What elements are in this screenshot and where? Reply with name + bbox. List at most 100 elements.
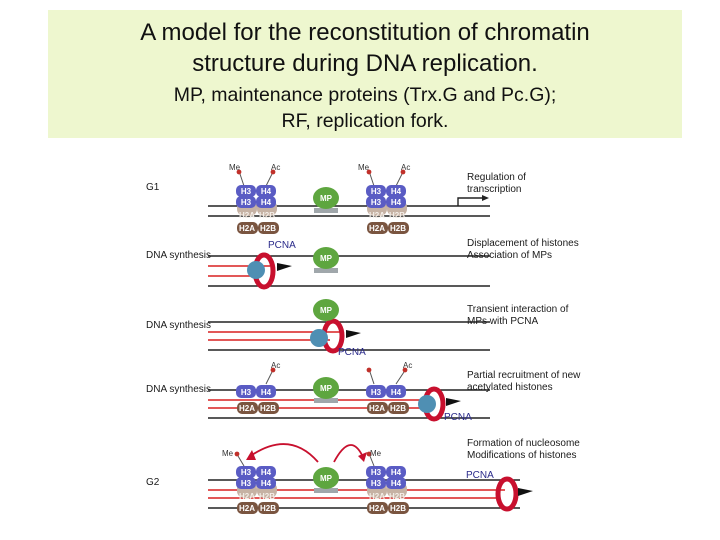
maintenance-protein (313, 187, 339, 209)
methyl-label: Me (370, 449, 382, 458)
histone-h2a-faded-label: H2A (369, 492, 385, 501)
stage-description-line: Partial recruitment of new (467, 370, 581, 381)
stage-label: G1 (146, 182, 160, 193)
histone-h2b-faded-label: H2B (389, 211, 405, 220)
promoter-arrowhead-icon (482, 195, 489, 201)
histone-h3-label: H3 (241, 187, 252, 196)
histone-h2a-label: H2A (369, 404, 385, 413)
histone-h4-label: H4 (261, 468, 272, 477)
histone-h4-label: H4 (391, 198, 402, 207)
histone-h4-label: H4 (391, 468, 402, 477)
stage-label: G2 (146, 477, 160, 488)
methyl-label: Me (222, 449, 234, 458)
mp-label: MP (320, 194, 333, 203)
histone-h4-label: H4 (391, 187, 402, 196)
stage-dna-synthesis-2: DNA synthesis MP PCNA Transient interact… (146, 299, 569, 358)
fork-arrow-icon (446, 398, 461, 406)
histone-h2b-label: H2B (260, 224, 276, 233)
stage-g1: G1 Me Ac H2A H2B H2A H2B H3 H4 H3 (146, 163, 526, 234)
stage-description-line: MPs with PCNA (467, 316, 538, 327)
histone-h4-label: H4 (391, 479, 402, 488)
histone-h2a-label: H2A (239, 504, 255, 513)
histone-h2b-faded-label: H2B (259, 492, 275, 501)
histone-h2a-label: H2A (239, 404, 255, 413)
histone-h2b-label: H2B (390, 404, 406, 413)
title-line-2: structure during DNA replication. (192, 50, 538, 77)
pcna-label: PCNA (444, 412, 472, 423)
subtitle-line-1: MP, maintenance proteins (Trx.G and Pc.G… (173, 84, 557, 106)
histone-h2b-faded-label: H2B (259, 211, 275, 220)
nucleosome: Me Ac H2A H2B H2A H2B H3 H4 H3 H4 (358, 163, 410, 234)
pcna-ring (495, 476, 519, 512)
stage-dna-synthesis-3: DNA synthesis Ac H2A H2B H3 H4 MP Ac H2A (146, 361, 581, 423)
stage-description-line: Formation of nucleosome (467, 438, 580, 449)
arrowhead-icon (246, 450, 256, 460)
mp-label: MP (320, 306, 333, 315)
stage-label: DNA synthesis (146, 320, 211, 331)
acetyl-label: Ac (403, 361, 412, 370)
histone-h4-label: H4 (391, 388, 402, 397)
mp-label: MP (320, 384, 333, 393)
methyl-label: Me (229, 163, 241, 172)
acetyl-label: Ac (401, 163, 410, 172)
polymerase (418, 395, 436, 413)
histone-h3-label: H3 (241, 468, 252, 477)
histone-h2a-label: H2A (369, 504, 385, 513)
maintenance-protein (313, 377, 339, 399)
curved-arrow-icon (333, 444, 363, 463)
histone-h3-label: H3 (371, 479, 382, 488)
histone-h3-label: H3 (371, 187, 382, 196)
stage-dna-synthesis-1: DNA synthesis PCNA MP Displacement of hi… (146, 238, 579, 290)
histone-h3-label: H3 (371, 468, 382, 477)
stage-description-line: transcription (467, 184, 521, 195)
histone-h4-label: H4 (261, 187, 272, 196)
maintenance-protein (313, 467, 339, 489)
maintenance-protein (313, 247, 339, 269)
histone-h3-label: H3 (241, 388, 252, 397)
acetyl-label: Ac (271, 361, 280, 370)
stage-description-line: acetylated histones (467, 382, 553, 393)
pcna-label: PCNA (268, 240, 296, 251)
nucleosome: Me H2A H2B H2A H2B H3 H4 H3 H4 (222, 449, 279, 514)
histone-h3-label: H3 (371, 198, 382, 207)
fork-arrow-icon (277, 263, 292, 271)
promoter-arrow-icon (457, 197, 482, 206)
stage-description-line: Association of MPs (467, 250, 552, 261)
histone-h2a-faded-label: H2A (239, 492, 255, 501)
arrowhead-icon (358, 452, 367, 462)
histone-h3-label: H3 (371, 388, 382, 397)
histone-h4-label: H4 (261, 198, 272, 207)
stage-description-line: Transient interaction of (467, 304, 569, 315)
acetyl-label: Ac (271, 163, 280, 172)
nucleosome: Ac H2A H2B H3 H4 (366, 361, 412, 414)
histone-h2a-label: H2A (369, 224, 385, 233)
histone-h4-label: H4 (261, 479, 272, 488)
histone-h2a-label: H2A (239, 224, 255, 233)
pcna-label: PCNA (338, 347, 366, 358)
pcna-label: PCNA (466, 470, 494, 481)
fork-arrow-icon (518, 488, 533, 496)
histone-h2b-faded-label: H2B (389, 492, 405, 501)
stage-description-line: Modifications of histones (467, 450, 577, 461)
histone-h2a-faded-label: H2A (239, 211, 255, 220)
histone-h3-label: H3 (241, 198, 252, 207)
histone-h4-label: H4 (261, 388, 272, 397)
nucleosome: Me H2A H2B H2A H2B H3 H4 H3 H4 (366, 449, 409, 514)
methyl-label: Me (358, 163, 370, 172)
stage-label: DNA synthesis (146, 384, 211, 395)
nucleosome: Me Ac H2A H2B H2A H2B H3 H4 H3 H4 (229, 163, 280, 234)
fork-arrow-icon (346, 330, 361, 338)
mp-label: MP (320, 254, 333, 263)
title-line-1: A model for the reconstitution of chroma… (140, 19, 590, 46)
stage-description-line: Displacement of histones (467, 238, 579, 249)
histone-h2b-label: H2B (390, 504, 406, 513)
subtitle-line-2: RF, replication fork. (281, 110, 449, 132)
polymerase (247, 261, 265, 279)
histone-h2b-label: H2B (260, 504, 276, 513)
histone-h2a-faded-label: H2A (369, 211, 385, 220)
stage-g2: G2 Me H2A H2B H2A H2B H3 H4 H3 (146, 438, 580, 514)
polymerase (310, 329, 328, 347)
histone-h2b-label: H2B (390, 224, 406, 233)
histone-h3-label: H3 (241, 479, 252, 488)
